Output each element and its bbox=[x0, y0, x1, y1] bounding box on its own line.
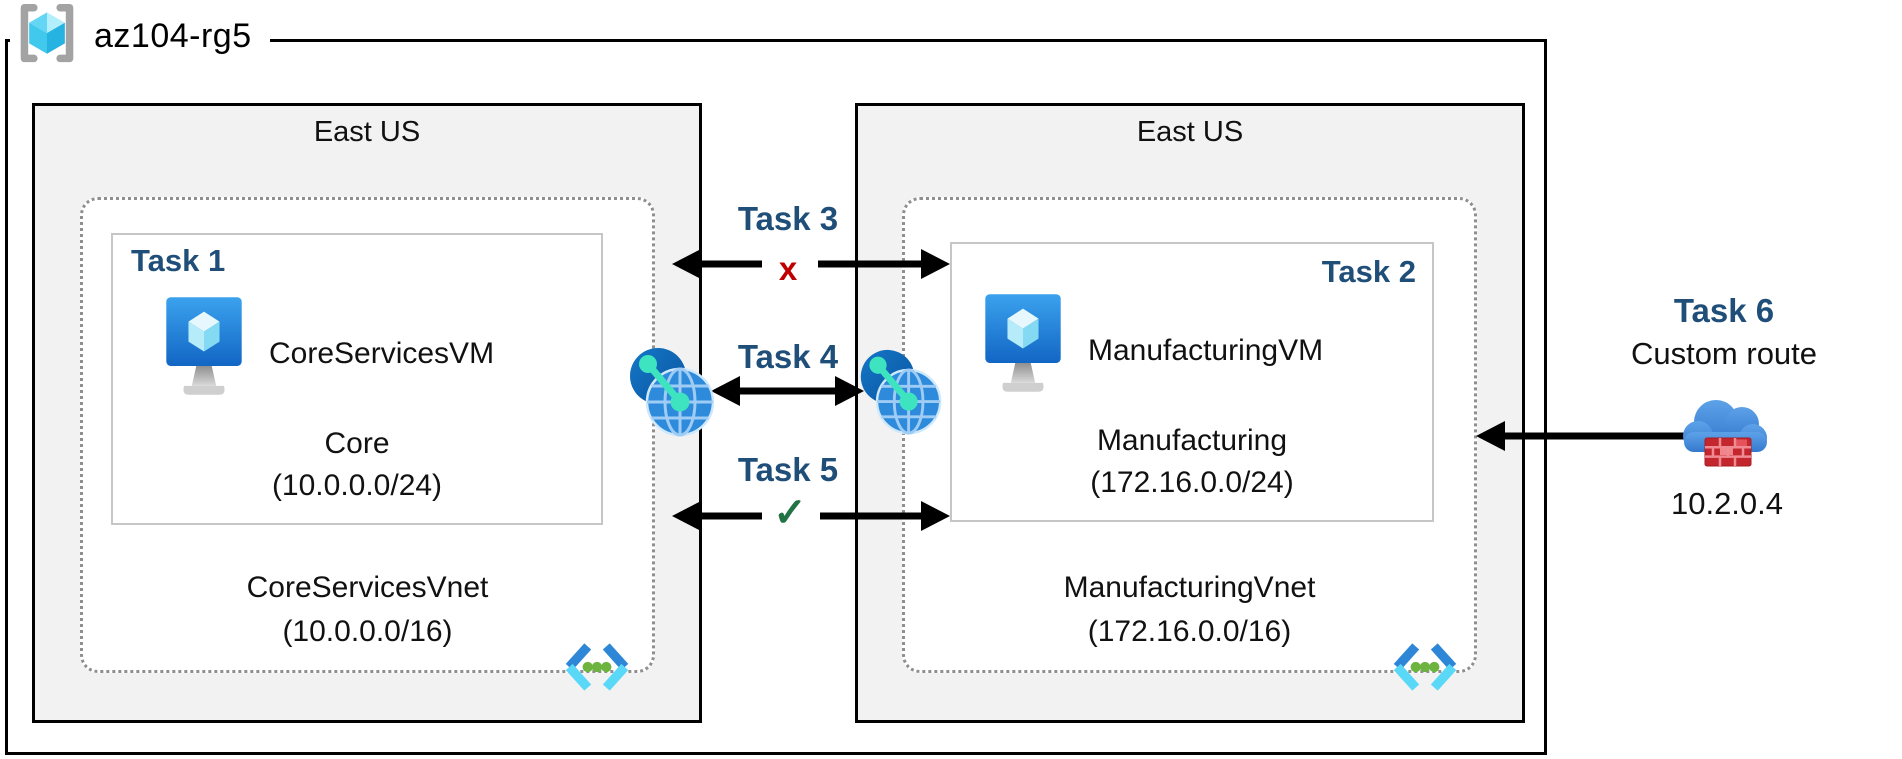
vm-name-coreservices: CoreServicesVM bbox=[269, 336, 495, 370]
vm-icon bbox=[982, 292, 1064, 399]
virtual-network-icon bbox=[1390, 640, 1460, 699]
cloud-firewall-icon bbox=[1676, 390, 1776, 483]
vm-name-manufacturing: ManufacturingVM bbox=[1088, 333, 1324, 367]
task5-label: Task 5 bbox=[737, 451, 839, 488]
resource-group-box bbox=[5, 39, 1547, 755]
peering-globe-icon bbox=[858, 348, 942, 441]
vm-icon bbox=[163, 295, 245, 402]
subnet-core-labels: Core (10.0.0.0/24) bbox=[113, 423, 601, 507]
vnet-name: CoreServicesVnet bbox=[246, 571, 489, 604]
virtual-network-icon bbox=[562, 640, 632, 699]
subnet-box-manufacturing: Task 2 ManufacturingVM Manufacturing (17… bbox=[950, 242, 1434, 522]
vnet-cidr: (172.16.0.0/16) bbox=[1087, 614, 1292, 648]
vnet-coreservices-labels: CoreServicesVnet (10.0.0.0/16) bbox=[80, 566, 655, 653]
resource-group-label: az104-rg5 bbox=[10, 3, 270, 72]
task6-label: Task 6 bbox=[1673, 292, 1775, 329]
resource-group-name: az104-rg5 bbox=[94, 17, 252, 55]
region-left-title: East US bbox=[313, 116, 421, 148]
task6-description: Custom route bbox=[1630, 336, 1818, 371]
task3-blocked-marker: x bbox=[778, 250, 798, 287]
subnet-box-core: Task 1 bbox=[111, 233, 603, 525]
vnet-name: ManufacturingVnet bbox=[1063, 571, 1316, 604]
subnet-cidr: (10.0.0.0/24) bbox=[271, 469, 443, 502]
subnet-manufacturing-labels: Manufacturing (172.16.0.0/24) bbox=[952, 420, 1432, 504]
vnet-cidr: (10.0.0.0/16) bbox=[282, 614, 453, 648]
task1-label: Task 1 bbox=[131, 243, 226, 278]
nva-ip: 10.2.0.4 bbox=[1670, 486, 1784, 521]
vnet-manufacturing-labels: ManufacturingVnet (172.16.0.0/16) bbox=[902, 566, 1477, 653]
task5-allowed-marker: ✓ bbox=[773, 491, 807, 535]
region-right-title: East US bbox=[1136, 116, 1244, 148]
subnet-name: Core bbox=[324, 427, 390, 460]
peering-globe-icon bbox=[628, 346, 715, 443]
task4-label: Task 4 bbox=[737, 338, 839, 375]
resource-group-icon bbox=[12, 3, 82, 70]
task6-block: Task 6 Custom route bbox=[1604, 292, 1844, 372]
task2-label: Task 2 bbox=[1321, 254, 1416, 289]
subnet-cidr: (172.16.0.0/24) bbox=[1090, 466, 1294, 499]
subnet-name: Manufacturing bbox=[1096, 424, 1288, 457]
task3-label: Task 3 bbox=[737, 200, 839, 237]
